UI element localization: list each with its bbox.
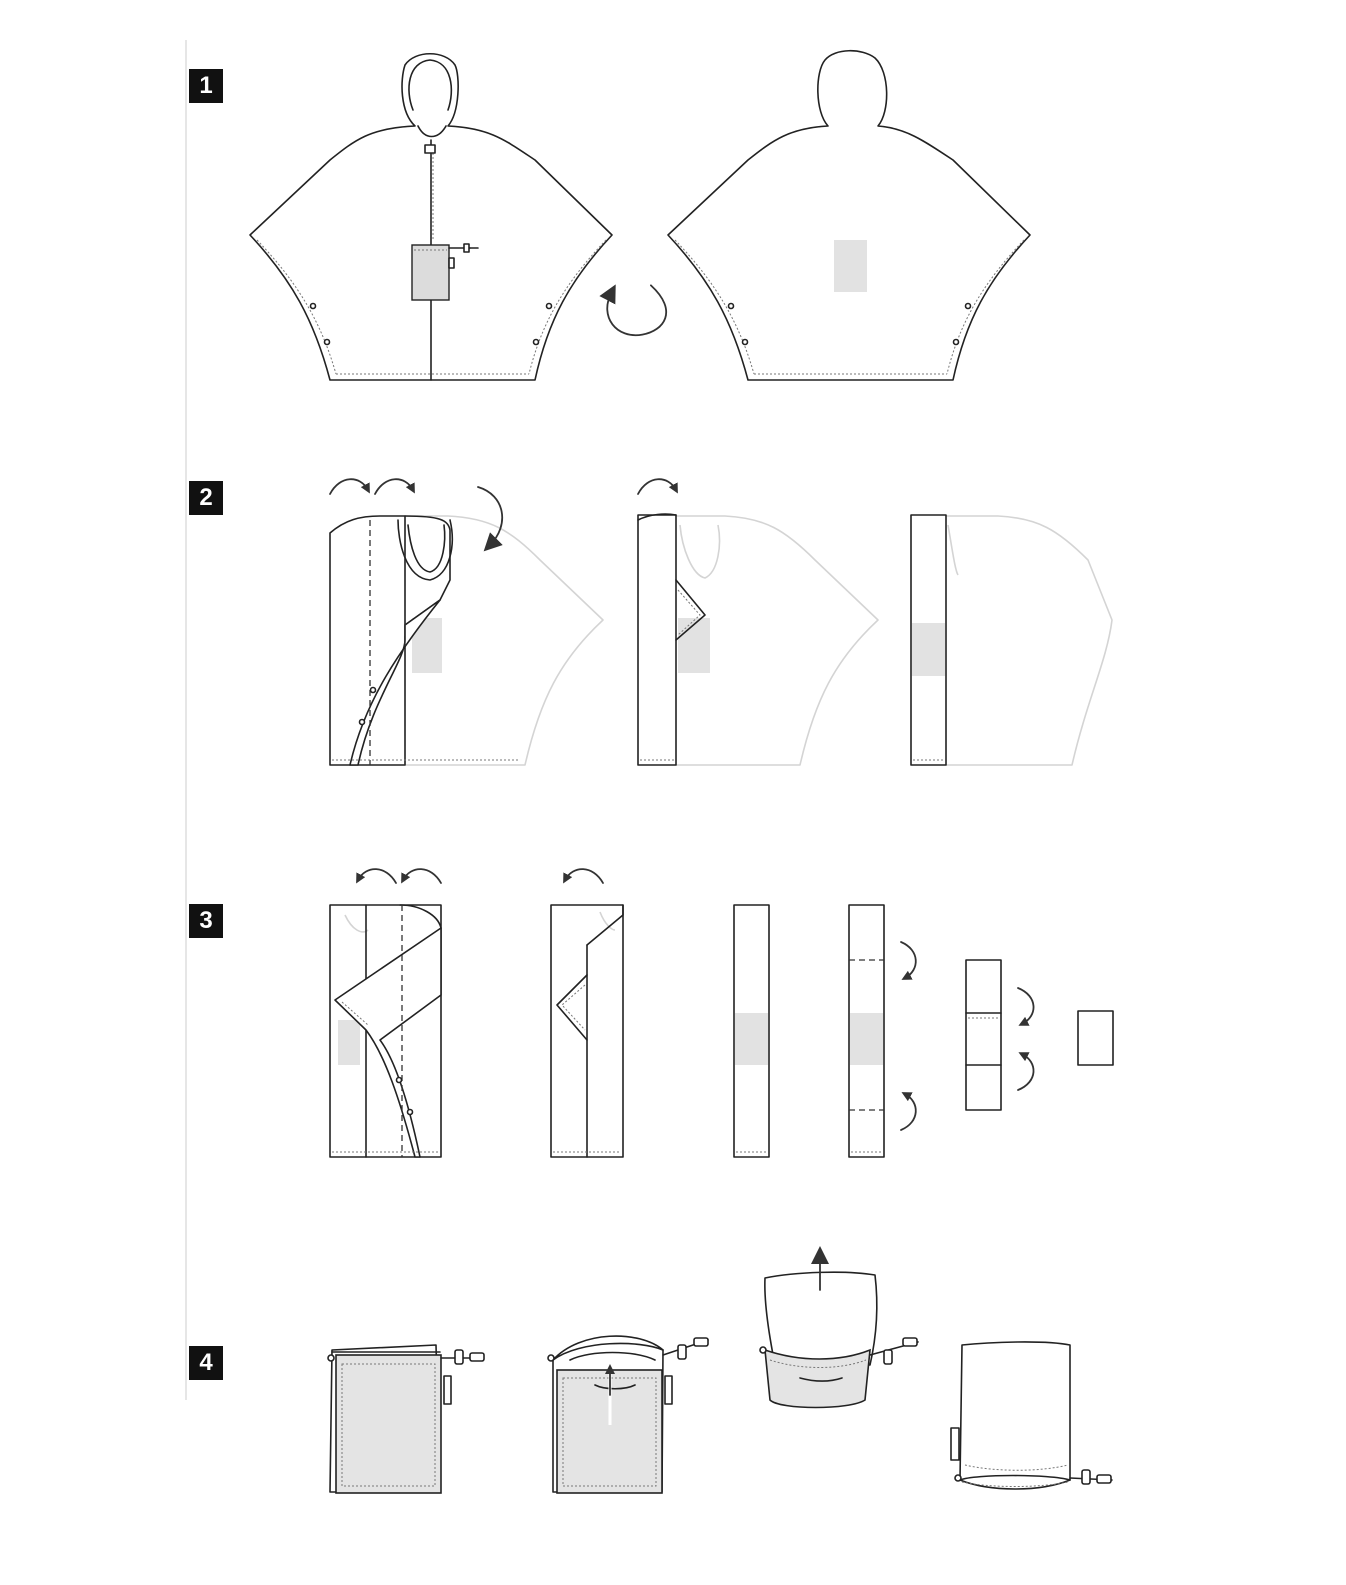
step-4-pouch-inverted [759, 1246, 919, 1409]
drawstring-toggle-icon [883, 1349, 893, 1365]
fold-arrow-icon [401, 868, 442, 884]
zipper-pull [424, 144, 436, 154]
step-3-fold-c [733, 904, 770, 1158]
step-4-pouch-open [547, 1335, 709, 1494]
fold-arrow-icon [329, 478, 370, 495]
poncho-front-view [249, 53, 613, 381]
fold-arrow-icon [356, 868, 397, 884]
drawstring-toggle-icon [463, 243, 470, 253]
step-4-badge: 4 [189, 1346, 223, 1380]
step-4-pouch-closed [327, 1344, 485, 1494]
step-3-badge: 3 [189, 904, 223, 938]
fold-arrow-icon [374, 478, 415, 495]
drawstring-toggle-icon [1081, 1469, 1091, 1485]
rotate-arrow-icon [599, 284, 668, 337]
step-3-fold-e [965, 959, 1035, 1111]
back-pocket-shadow [834, 240, 867, 292]
step-2-fold-c [910, 514, 1113, 766]
fold-arrow-icon [477, 486, 504, 552]
poncho-back-view [667, 49, 1031, 381]
drawstring-toggle-icon [677, 1344, 687, 1360]
fold-arrow-icon [563, 868, 604, 884]
step-3-fold-d [848, 904, 917, 1158]
drawstring-toggle-icon [454, 1349, 464, 1365]
fold-arrow-icon [900, 1092, 917, 1131]
step-2-fold-a [329, 478, 604, 766]
step-2-fold-b [637, 478, 879, 766]
fold-arrow-icon [637, 478, 678, 495]
front-pocket-bag [411, 244, 450, 301]
fold-arrow-icon [900, 941, 917, 980]
fold-arrow-icon [1017, 987, 1035, 1026]
step-1-badge: 1 [189, 69, 223, 103]
step-2-badge: 2 [189, 481, 223, 515]
step-3-fold-b [550, 868, 624, 1158]
step-3-folded-packet [1077, 1010, 1114, 1066]
fold-arrow-icon [1017, 1052, 1035, 1091]
step-3-fold-a [329, 868, 442, 1158]
step-4-pouch-packed [950, 1341, 1113, 1490]
